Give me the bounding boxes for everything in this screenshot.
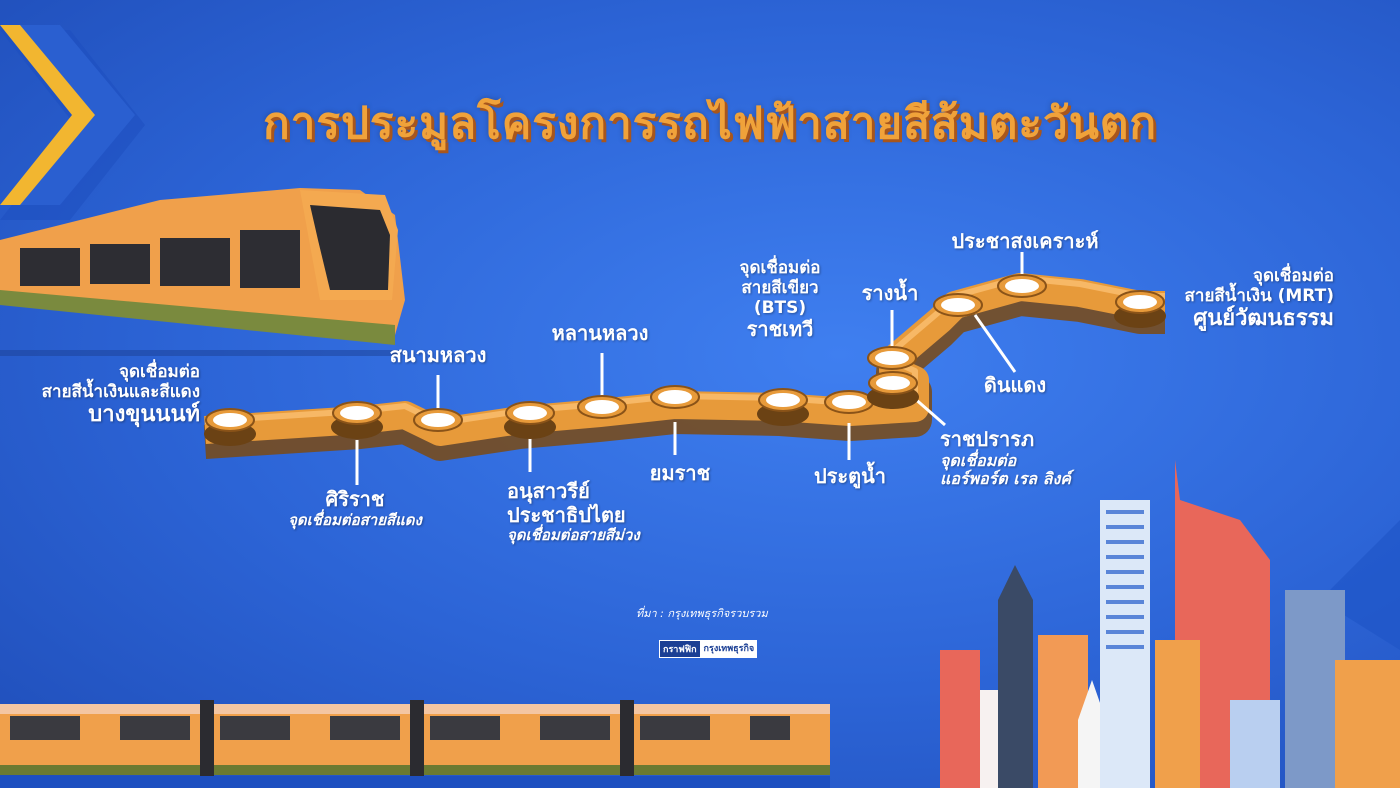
station-rang-nam: รางน้ำ (850, 281, 930, 306)
station-pratunam: ประตูน้ำ (800, 464, 900, 489)
station-marker-sanam-luang (413, 408, 463, 432)
station-name: ศูนย์วัฒนธรรม (1193, 306, 1334, 332)
connection-lines: สายสีเขียว (741, 278, 819, 299)
publisher-logo: กราฟฟิก กรุงเทพธุรกิจ (659, 640, 758, 658)
connection-label: จุดเชื่อมต่อ (940, 450, 1017, 470)
station-name: ราชเทวี (746, 317, 814, 342)
connection-lines: สายสีน้ำเงินและสีแดง (41, 382, 200, 403)
station-name: ประตูน้ำ (813, 464, 887, 488)
station-lan-luang: หลานหลวง (540, 321, 660, 346)
connection-lines: สายสีน้ำเงิน (MRT) (1184, 286, 1334, 307)
station-name: อนุสาวรีย์ (507, 479, 590, 503)
station-name-2: ประชาธิปไตย (507, 502, 626, 527)
source-note: ที่มา : กรุงเทพธุรกิจรวบรวม (636, 607, 768, 620)
station-note: จุดเชื่อมต่อสายสีแดง (288, 510, 422, 529)
station-siriraj: ศิริราช จุดเชื่อมต่อสายสีแดง (270, 487, 440, 529)
station-marker-bang-khun-non (204, 408, 256, 446)
station-name: ประชาสงเคราะห์ (951, 229, 1099, 253)
connection-label: จุดเชื่อมต่อ (1252, 266, 1334, 286)
station-marker-pracha-songkhro (997, 274, 1047, 298)
station-name: หลานหลวง (551, 321, 649, 345)
station-note: จุดเชื่อมต่อสายสีม่วง (507, 526, 640, 545)
station-name: ยมราช (649, 461, 711, 485)
station-marker-cultural-center (1114, 290, 1166, 328)
station-name: รางน้ำ (861, 281, 919, 305)
logo-part-2: กรุงเทพธุรกิจ (700, 640, 758, 658)
station-name: ศิริราช (325, 487, 385, 511)
station-bang-khun-non: จุดเชื่อมต่อ สายสีน้ำเงินและสีแดง บางขุน… (42, 362, 200, 428)
connection-label: จุดเชื่อมต่อ (118, 362, 200, 382)
station-ratchathewi: จุดเชื่อมต่อ สายสีเขียว (BTS) ราชเทวี (720, 258, 840, 342)
logo-part-1: กราฟฟิก (659, 640, 701, 658)
connection-code: (BTS) (753, 298, 807, 319)
station-marker-democracy (504, 401, 556, 439)
station-pracha-songkhro: ประชาสงเคราะห์ (940, 229, 1110, 254)
station-marker-yommarat (650, 385, 700, 409)
station-din-daeng: ดินแดง (970, 373, 1060, 398)
station-marker-din-daeng (933, 293, 983, 317)
station-marker-rang-nam (867, 346, 917, 370)
station-name: บางขุนนนท์ (88, 402, 200, 428)
station-name: สนามหลวง (389, 343, 487, 367)
station-marker-ratchathewi (757, 388, 809, 426)
station-marker-lan-luang (577, 395, 627, 419)
station-marker-siriraj (331, 401, 383, 439)
station-cultural-center: จุดเชื่อมต่อ สายสีน้ำเงิน (MRT) ศูนย์วัฒ… (1185, 266, 1334, 332)
chevron-blue (20, 25, 135, 205)
connection-label: จุดเชื่อมต่อ (739, 258, 821, 278)
station-name: ดินแดง (983, 373, 1047, 397)
corner-shape (1320, 520, 1400, 650)
station-name: ราชปรารภ (940, 427, 1035, 451)
station-ratchaprarop: ราชปรารภ จุดเชื่อมต่อ แอร์พอร์ต เรล ลิงค… (940, 427, 1071, 489)
connection-lines: แอร์พอร์ต เรล ลิงค์ (940, 469, 1071, 489)
station-democracy-monument: อนุสาวรีย์ ประชาธิปไตย จุดเชื่อมต่อสายสี… (507, 479, 640, 545)
page-title: การประมูลโครงการรถไฟฟ้าสายสีส้มตะวันตก (263, 98, 1157, 149)
station-sanam-luang: สนามหลวง (378, 343, 498, 368)
station-yommarat: ยมราช (630, 461, 730, 486)
station-marker-ratchaprarop (867, 371, 919, 409)
